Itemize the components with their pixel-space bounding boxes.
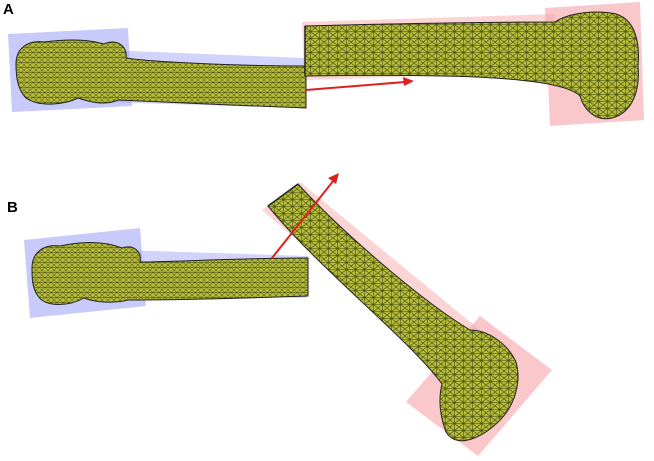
distal-bone-segment-a (305, 12, 638, 119)
panel-a (8, 2, 644, 126)
panel-label-b: B (7, 199, 18, 216)
panel-label-a: A (3, 1, 14, 18)
proximal-bone-segment-a (16, 40, 306, 108)
distal-bone-segment-b (268, 184, 518, 441)
panel-b (24, 173, 552, 456)
